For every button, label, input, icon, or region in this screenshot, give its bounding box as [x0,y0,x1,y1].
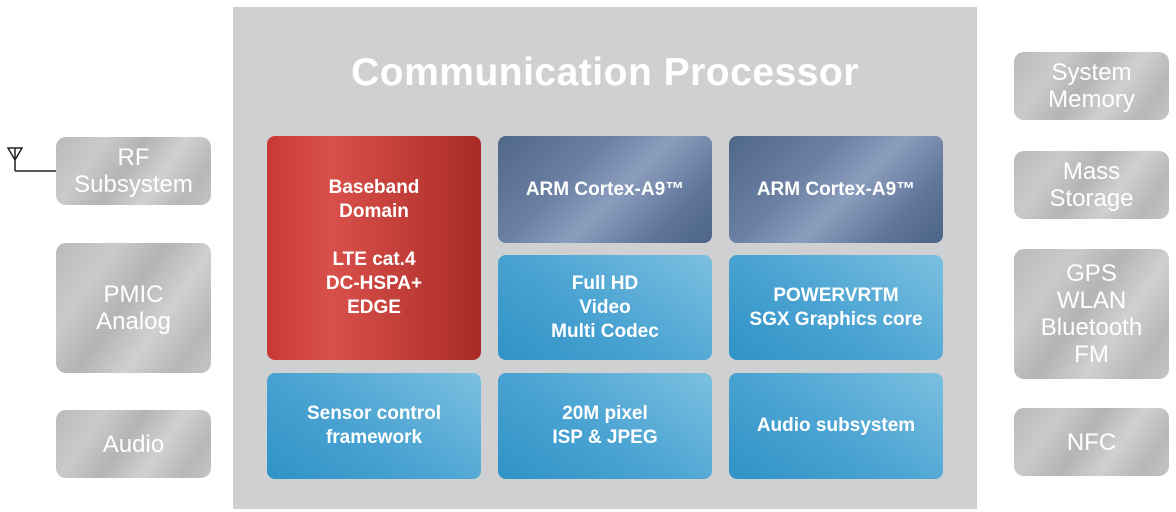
video-codec-label: Full HD Video Multi Codec [551,272,659,342]
sensor-control-block: Sensor control framework [267,373,481,479]
pmic-analog-label: PMIC Analog [96,281,171,335]
arm-cortex-a9-block-2: ARM Cortex-A9™ [729,136,943,243]
connectivity-block: GPS WLAN Bluetooth FM [1014,249,1169,379]
baseband-domain-block: Baseband Domain LTE cat.4 DC-HSPA+ EDGE [267,136,481,360]
graphics-core-block: POWERVRTM SGX Graphics core [729,255,943,360]
mass-storage-label: Mass Storage [1049,158,1134,212]
pmic-analog-block: PMIC Analog [56,243,211,373]
arm-cortex-a9-label-2: ARM Cortex-A9™ [756,178,916,200]
communication-processor: Communication Processor Baseband Domain … [233,7,977,509]
graphics-core-label: POWERVRTM SGX Graphics core [749,284,923,330]
sensor-control-label: Sensor control framework [306,403,442,448]
antenna-icon [6,147,56,172]
isp-jpeg-label: 20M pixel ISP & JPEG [552,403,658,448]
audio-block: Audio [56,410,211,478]
connectivity-label: GPS WLAN Bluetooth FM [1040,260,1143,368]
system-memory-label: System Memory [1048,59,1135,113]
arm-cortex-a9-block-1: ARM Cortex-A9™ [498,136,712,243]
isp-jpeg-block: 20M pixel ISP & JPEG [498,373,712,479]
system-memory-block: System Memory [1014,52,1169,120]
rf-subsystem-label: RF Subsystem [74,144,193,198]
baseband-domain-label: Baseband Domain LTE cat.4 DC-HSPA+ EDGE [325,177,423,318]
video-codec-block: Full HD Video Multi Codec [498,255,712,360]
audio-subsystem-block: Audio subsystem [729,373,943,479]
audio-label: Audio [102,430,165,458]
arm-cortex-a9-label-1: ARM Cortex-A9™ [525,178,685,200]
rf-subsystem-block: RF Subsystem [56,137,211,205]
audio-subsystem-label: Audio subsystem [756,415,916,436]
processor-title: Communication Processor [351,51,859,94]
nfc-label: NFC [1066,428,1117,456]
nfc-block: NFC [1014,408,1169,476]
mass-storage-block: Mass Storage [1014,151,1169,219]
